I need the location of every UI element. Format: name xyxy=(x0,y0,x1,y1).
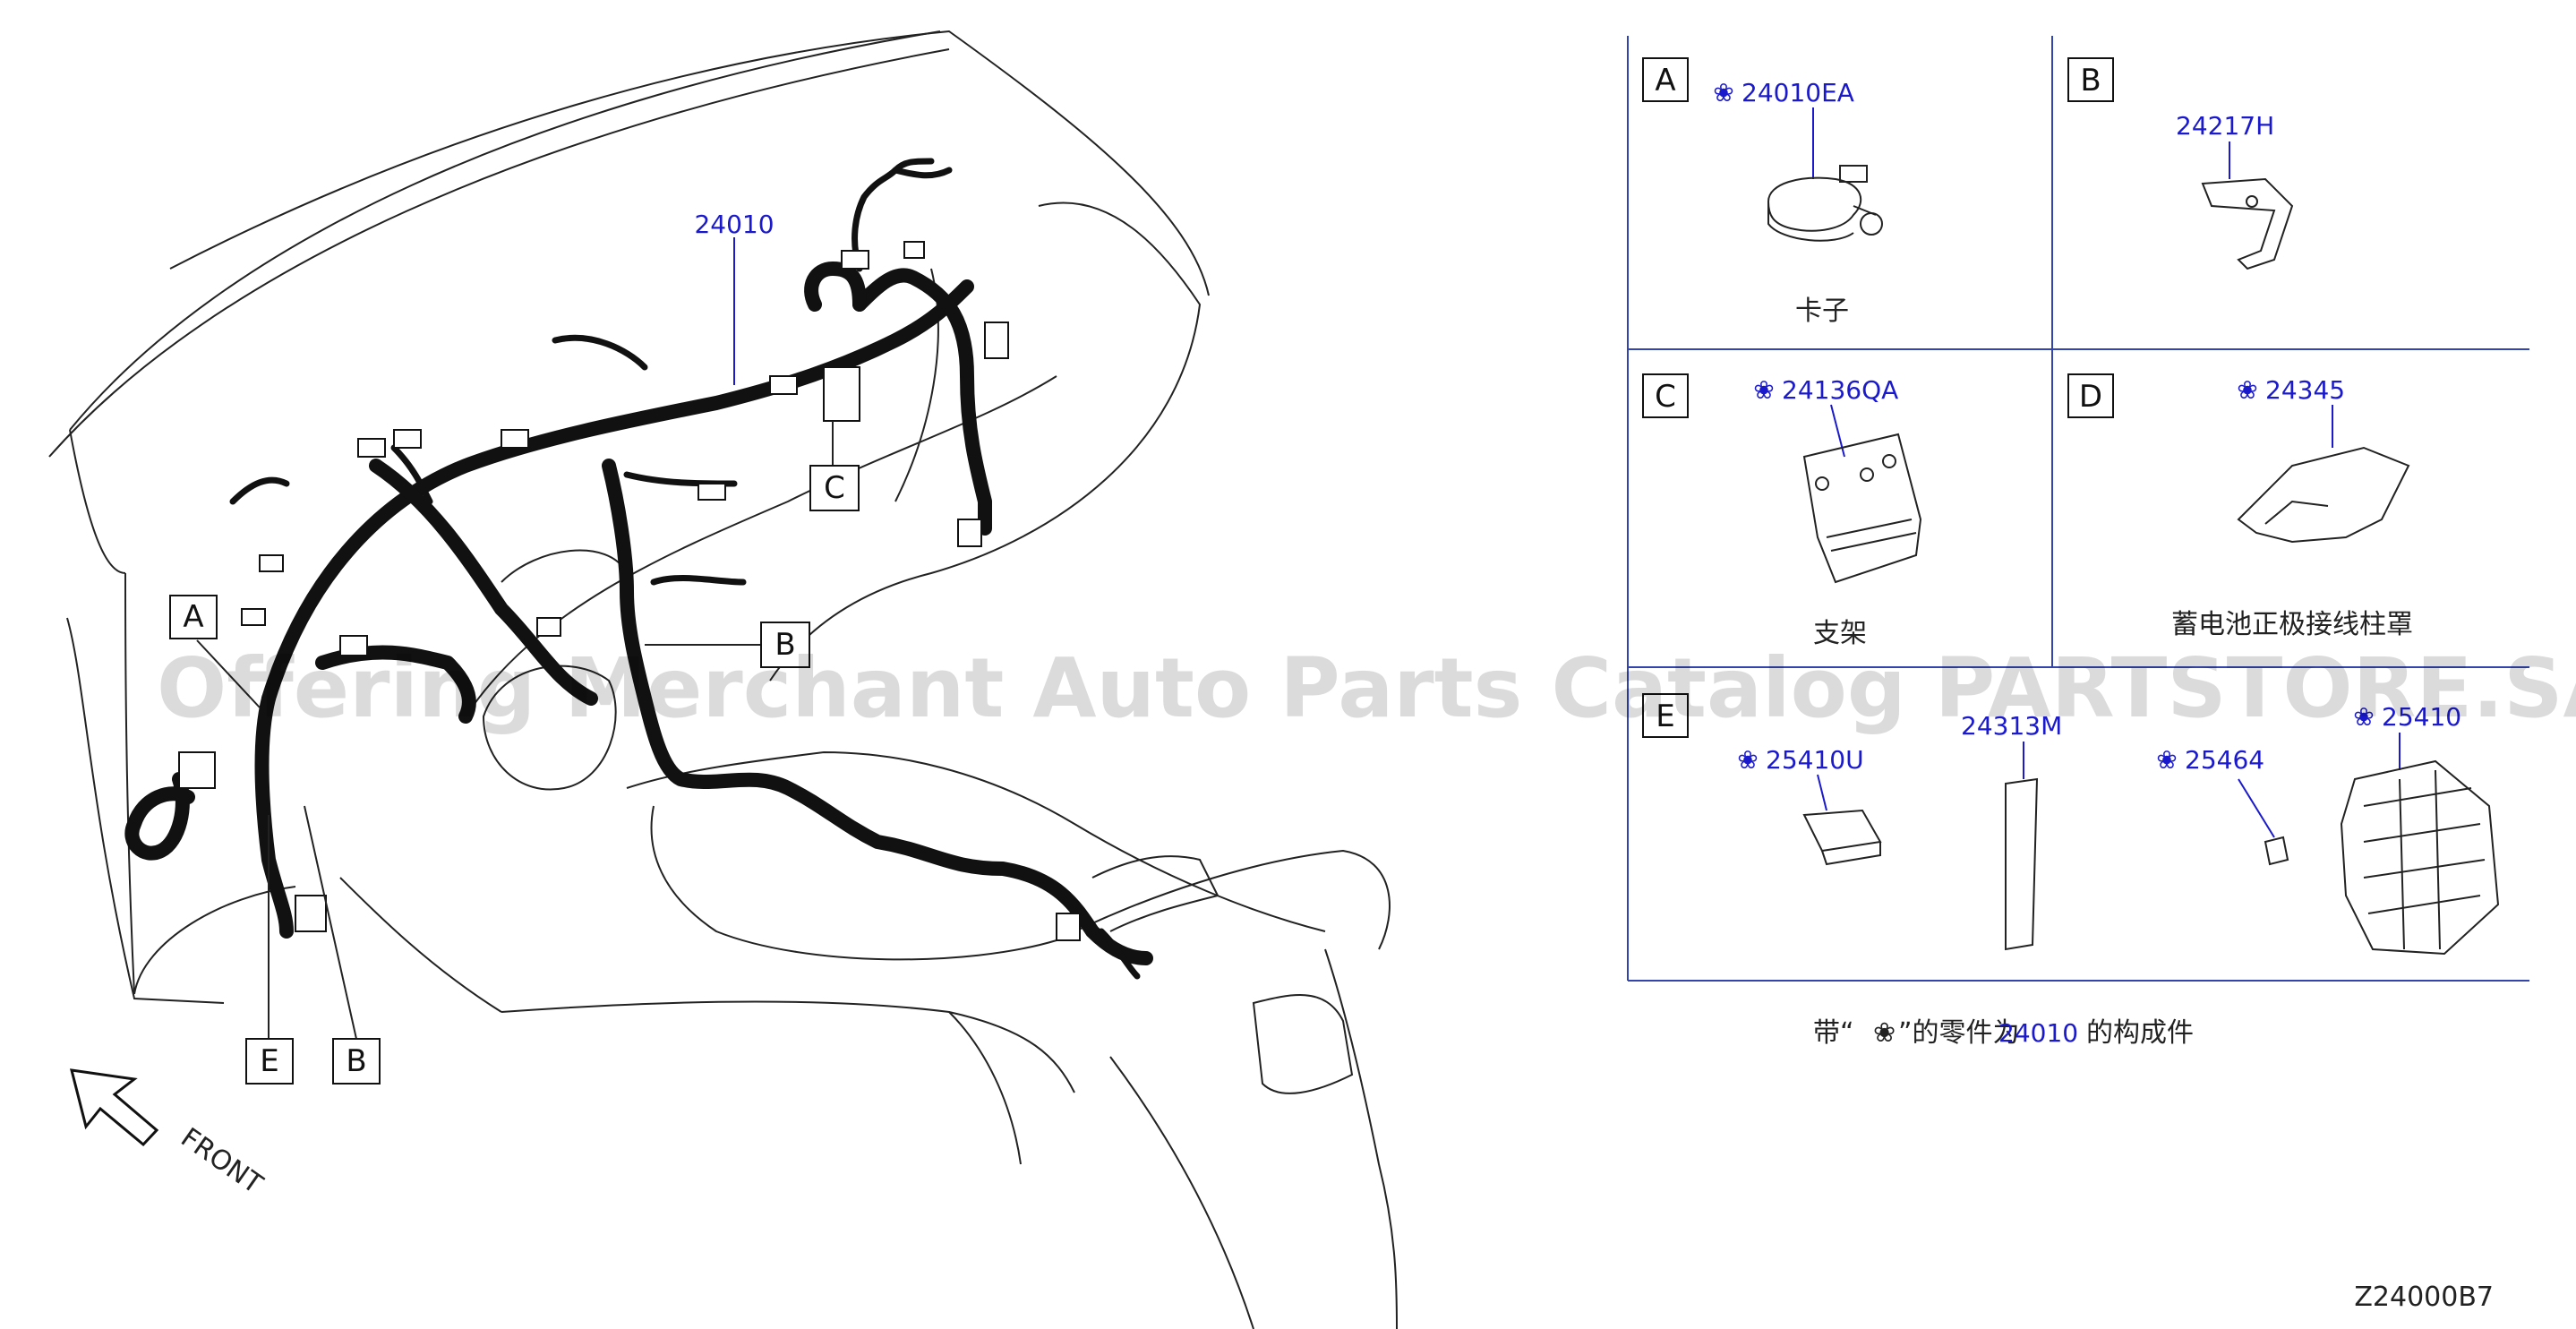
star-icon: ❀ xyxy=(2156,745,2177,775)
panel-letter: B xyxy=(2080,63,2101,99)
note-suffix: 的构成件 xyxy=(2086,1017,2194,1049)
connector-part-icon xyxy=(1802,809,1882,866)
panel-E: E ❀ 25410U 24313M ❀ 25464 ❀ 25410 xyxy=(1642,693,2500,956)
panel-B: B 24217H xyxy=(2067,57,2294,270)
dashboard-outline xyxy=(48,30,1398,1329)
part-number[interactable]: 24010EA xyxy=(1742,78,1854,107)
front-label: FRONT xyxy=(175,1122,269,1201)
note-prefix: 带“ xyxy=(1813,1017,1854,1049)
tape-part-icon xyxy=(2005,777,2039,951)
part-caption: 蓄电池正极接线柱罩 xyxy=(2171,609,2413,640)
part-number[interactable]: 25410 xyxy=(2382,702,2461,732)
star-icon: ❀ xyxy=(2237,375,2257,405)
legend-note: 带“ ❀ ”的零件为 24010 的构成件 xyxy=(1813,1017,2194,1049)
callout-letter: C xyxy=(824,470,845,506)
part-caption: 卡子 xyxy=(1795,296,1849,327)
small-clip-icon xyxy=(2264,836,2289,866)
bracket-part-icon xyxy=(2201,177,2294,270)
panel-D: D ❀ 24345 蓄电池正极接线柱罩 xyxy=(2067,373,2413,640)
detail-grid xyxy=(1627,36,2529,982)
callout-letter: E xyxy=(260,1043,278,1079)
front-arrow-icon: FRONT xyxy=(69,1068,269,1201)
bracket-plate-icon xyxy=(1802,433,1922,584)
part-number[interactable]: 24313M xyxy=(1961,711,2062,741)
callout-letter: B xyxy=(775,627,795,663)
part-number[interactable]: 24217H xyxy=(2176,111,2274,141)
note-part-number[interactable]: 24010 xyxy=(1998,1018,2078,1048)
note-symbol: ❀ xyxy=(1873,1017,1896,1049)
callout-letter: A xyxy=(183,599,203,635)
panel-letter: D xyxy=(2079,379,2102,415)
note-mid: ”的零件为 xyxy=(1898,1017,2020,1049)
fuse-block-icon xyxy=(2340,759,2500,956)
part-caption: 支架 xyxy=(1813,618,1867,649)
panel-letter-box xyxy=(1642,57,1689,102)
panel-letter: A xyxy=(1655,63,1675,99)
panel-letter: E xyxy=(1656,699,1674,734)
star-icon: ❀ xyxy=(2353,702,2374,732)
main-part-number[interactable]: 24010 xyxy=(694,210,774,239)
part-number[interactable]: 25410U xyxy=(1766,745,1864,775)
callout-box-B-upper[interactable]: B xyxy=(760,622,810,668)
callout-letter: B xyxy=(346,1043,366,1079)
star-icon: ❀ xyxy=(1737,745,1758,775)
callout-box-E[interactable]: E xyxy=(245,1038,294,1085)
diagram-code: Z24000B7 xyxy=(2354,1282,2494,1313)
part-number[interactable]: 24345 xyxy=(2265,375,2345,405)
callout-box-C[interactable]: C xyxy=(809,465,860,511)
callout-leaders xyxy=(196,237,834,1048)
wiring-harness-24010 xyxy=(124,158,1153,980)
harness-connectors xyxy=(178,241,1081,941)
terminal-cover-icon xyxy=(2237,446,2410,544)
star-icon: ❀ xyxy=(1713,78,1733,107)
watermark: Offering Merchant Auto Parts Catalog PAR… xyxy=(157,640,2576,736)
clip-part-icon xyxy=(1767,165,1883,242)
panel-letter: C xyxy=(1655,379,1676,415)
panel-C: C ❀ 24136QA 支架 xyxy=(1642,373,1922,649)
panel-A: A ❀ 24010EA 卡子 xyxy=(1642,57,1883,327)
callout-box-B-lower[interactable]: B xyxy=(332,1038,381,1085)
part-number[interactable]: 24136QA xyxy=(1782,375,1898,405)
part-number[interactable]: 25464 xyxy=(2185,745,2264,775)
callout-box-A[interactable]: A xyxy=(169,595,218,639)
star-icon: ❀ xyxy=(1753,375,1774,405)
